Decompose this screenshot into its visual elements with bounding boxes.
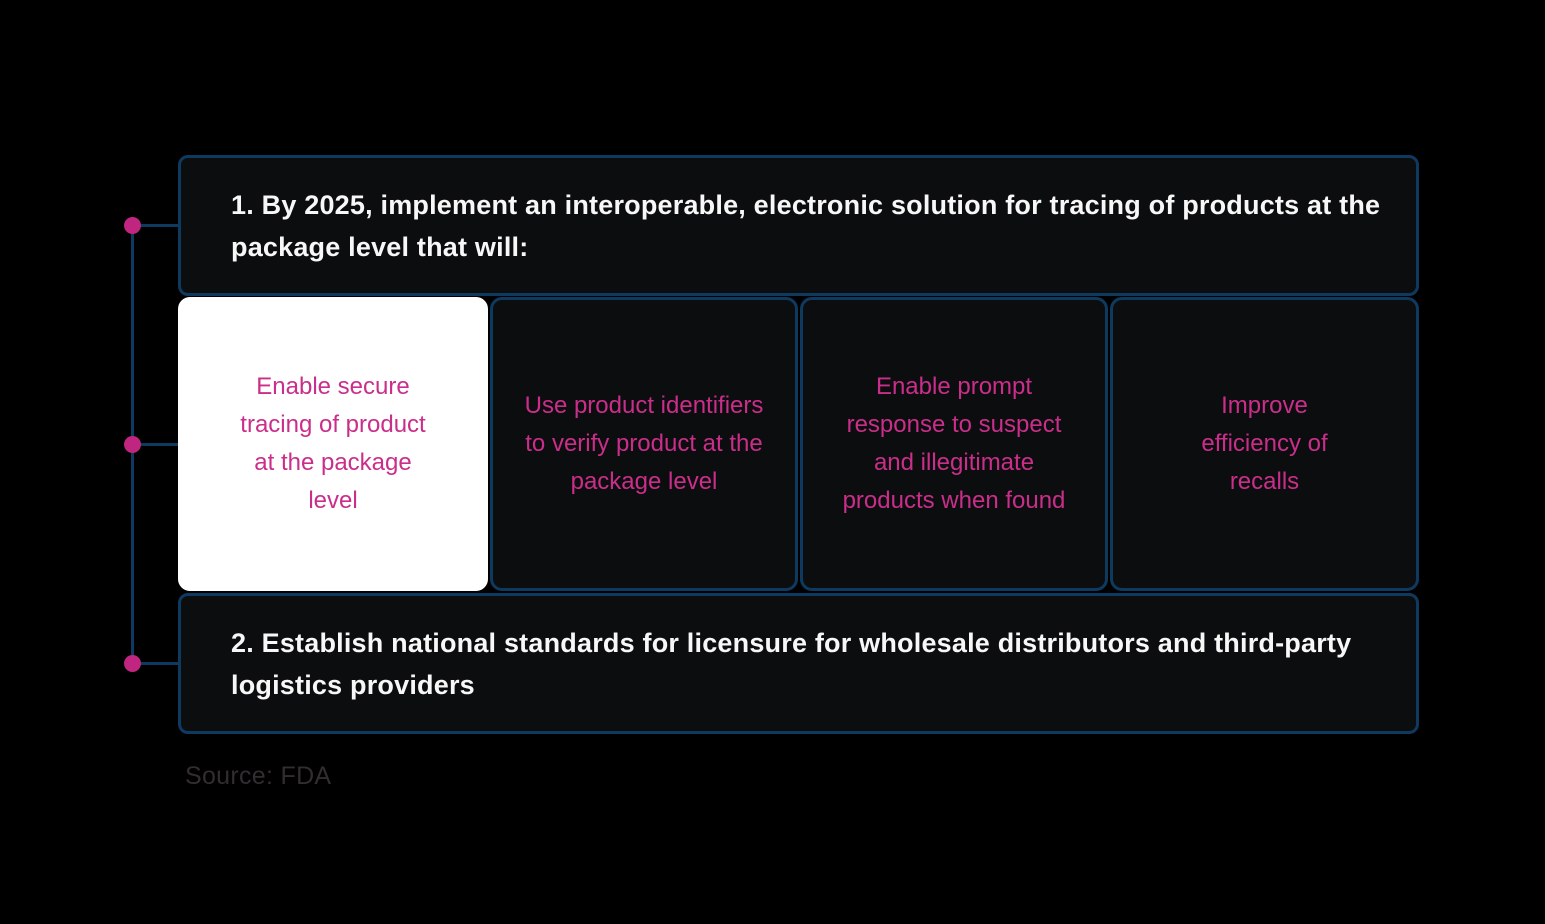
source-caption: Source: FDA xyxy=(185,762,332,790)
connector-horizontal-line-cards xyxy=(132,443,180,446)
card-use-product-identifiers: Use product identifiers to verify produc… xyxy=(490,297,798,591)
goal-1-box: 1. By 2025, implement an interoperable, … xyxy=(178,155,1419,296)
goal-2-box: 2. Establish national standards for lice… xyxy=(178,593,1419,734)
card-text: Enable secure tracing of product at the … xyxy=(240,373,426,514)
card-improve-recall-efficiency: Improve efficiency of recalls xyxy=(1110,297,1419,591)
card-text: Use product identifiers to verify produc… xyxy=(524,392,764,495)
connector-horizontal-line-goal2 xyxy=(132,662,180,665)
connector-dot-goal2 xyxy=(124,655,141,672)
goal-1-text: 1. By 2025, implement an interoperable, … xyxy=(231,189,1381,262)
card-enable-secure-tracing: Enable secure tracing of product at the … xyxy=(178,297,488,591)
card-enable-prompt-response: Enable prompt response to suspect and il… xyxy=(800,297,1108,591)
card-text: Improve efficiency of recalls xyxy=(1201,392,1328,495)
goal-2-text: 2. Establish national standards for lice… xyxy=(231,627,1352,700)
connector-dot-goal1 xyxy=(124,217,141,234)
connector-dot-cards xyxy=(124,436,141,453)
connector-horizontal-line-goal1 xyxy=(132,224,180,227)
card-text: Enable prompt response to suspect and il… xyxy=(842,373,1066,514)
